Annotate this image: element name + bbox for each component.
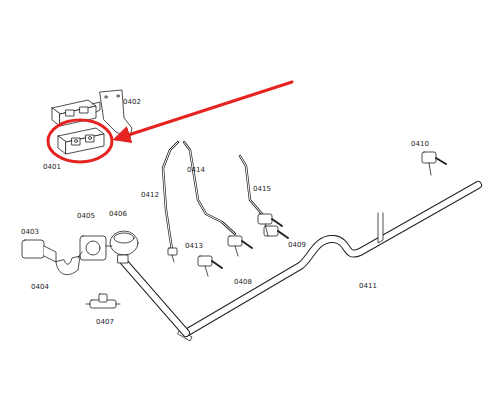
- bracket: [100, 90, 132, 138]
- elbow-fitting: [56, 252, 82, 275]
- callout-number: 0407: [96, 319, 114, 326]
- callout-number: 0404: [31, 284, 49, 291]
- callout-number: 0414: [187, 167, 205, 174]
- callout-number: 0412: [141, 192, 159, 199]
- supply-pipe: [124, 262, 186, 333]
- ignition-switch: [58, 128, 104, 154]
- manifold-tube: [178, 185, 478, 341]
- callout-number: 0409: [288, 242, 306, 249]
- callout-number: 0415: [253, 186, 271, 193]
- callout-number: 0403: [21, 229, 39, 236]
- callout-number: 0406: [109, 211, 127, 218]
- callout-number: 0408: [234, 279, 252, 286]
- gas-tube: [184, 142, 235, 234]
- callout-number: 0405: [77, 213, 95, 220]
- gas-regulator: [80, 231, 138, 263]
- tube-fitting: [168, 248, 177, 262]
- solenoid: [22, 240, 56, 262]
- callout-number: 0402: [123, 99, 141, 106]
- burner-valve: [422, 152, 446, 175]
- highlight-circle: [48, 120, 112, 162]
- callout-number: 0410: [411, 141, 429, 148]
- burner-valve: [198, 236, 252, 276]
- gas-tube: [163, 142, 178, 250]
- callout-number: 0413: [185, 243, 203, 250]
- burner-valve: [258, 214, 288, 238]
- callout-number: 0411: [359, 283, 377, 290]
- tee-fitting: [86, 294, 120, 308]
- highlight-arrow: [116, 82, 292, 139]
- callout-number: 0401: [43, 164, 61, 171]
